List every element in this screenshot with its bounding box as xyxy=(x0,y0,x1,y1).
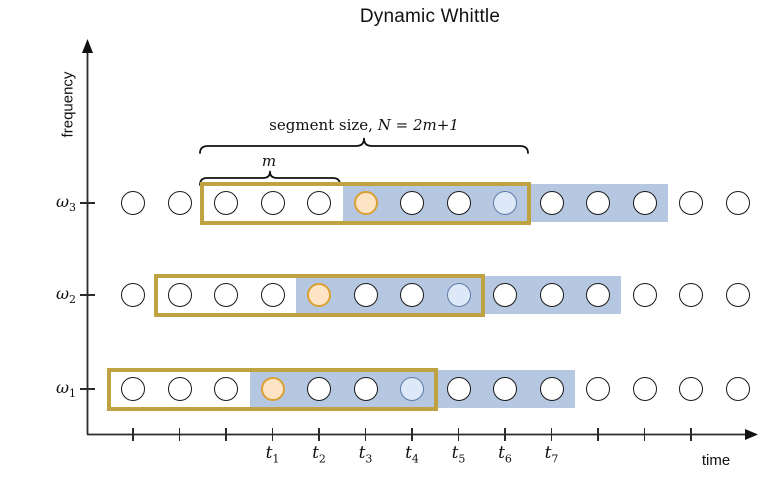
m-brace xyxy=(199,170,341,186)
point-circle xyxy=(400,191,424,215)
point-circle xyxy=(400,283,424,307)
point-circle xyxy=(446,191,471,215)
x-tick xyxy=(178,428,181,441)
x-tick xyxy=(411,428,413,441)
x-tick xyxy=(597,428,599,441)
x-tick xyxy=(271,428,274,441)
point-circle-orange xyxy=(307,283,331,307)
point-circle xyxy=(167,191,192,215)
x-tick xyxy=(643,428,646,441)
m-label: m xyxy=(261,152,277,170)
point-circle xyxy=(586,283,610,307)
point-circle xyxy=(121,283,145,307)
segment-size-label-math: N = 2m+1 xyxy=(377,116,459,134)
point-circle xyxy=(679,377,703,401)
y-tick xyxy=(80,202,95,204)
y-tick-label: ω1 xyxy=(55,378,76,401)
y-tick-label: ω3 xyxy=(55,192,76,215)
point-circle xyxy=(493,283,517,307)
x-tick xyxy=(690,428,692,441)
x-tick-label: t2 xyxy=(312,443,326,466)
point-circle-orange xyxy=(353,191,378,215)
chart-title: Dynamic Whittle xyxy=(359,6,501,27)
x-tick-label: t3 xyxy=(358,443,373,466)
segment-box xyxy=(153,273,485,317)
segment-size-brace xyxy=(199,137,529,154)
point-circle xyxy=(121,191,145,215)
segment-box xyxy=(200,181,531,225)
point-circle-lightblue xyxy=(446,283,471,307)
segment-box xyxy=(107,367,438,411)
point-circle xyxy=(214,191,238,215)
x-tick xyxy=(457,428,460,441)
y-tick xyxy=(80,294,95,296)
point-circle xyxy=(260,283,285,307)
point-circle-orange xyxy=(260,377,285,401)
point-circle xyxy=(539,191,564,215)
x-tick xyxy=(225,428,227,441)
point-circle xyxy=(725,377,750,401)
point-circle-lightblue xyxy=(493,191,517,215)
point-circle xyxy=(260,191,285,215)
point-circle xyxy=(632,283,657,307)
point-circle xyxy=(121,377,145,401)
point-circle xyxy=(632,191,657,215)
y-tick-label: ω2 xyxy=(55,284,76,307)
point-circle xyxy=(632,377,657,401)
point-circle xyxy=(353,283,378,307)
point-circle xyxy=(167,283,192,307)
point-circle xyxy=(679,191,703,215)
point-circle xyxy=(725,191,750,215)
point-circle xyxy=(586,191,610,215)
x-tick-label: t7 xyxy=(544,443,559,466)
point-circle xyxy=(679,283,703,307)
y-axis-arrowhead-icon xyxy=(82,39,93,53)
point-circle xyxy=(353,377,378,401)
x-tick-label: t5 xyxy=(451,443,466,466)
x-tick xyxy=(364,428,367,441)
x-axis-label: time xyxy=(701,452,731,469)
point-circle xyxy=(307,377,331,401)
x-tick xyxy=(550,428,553,441)
point-circle xyxy=(539,283,564,307)
point-circle xyxy=(493,377,517,401)
point-circle xyxy=(214,377,238,401)
segment-size-label: segment size, N = 2m+1 xyxy=(269,116,459,134)
segment-size-label-text: segment size, xyxy=(269,116,373,134)
point-circle xyxy=(214,283,238,307)
point-circle xyxy=(539,377,564,401)
x-tick xyxy=(132,428,134,441)
y-tick xyxy=(80,388,95,390)
x-tick-label: t6 xyxy=(498,443,512,466)
x-tick-label: t4 xyxy=(405,443,419,466)
point-circle xyxy=(167,377,192,401)
x-axis-arrowhead-icon xyxy=(745,429,758,440)
point-circle xyxy=(446,377,471,401)
x-tick xyxy=(318,428,320,441)
point-circle xyxy=(307,191,331,215)
point-circle xyxy=(725,283,750,307)
point-circle xyxy=(586,377,610,401)
x-tick xyxy=(504,428,506,441)
point-circle-lightblue xyxy=(400,377,424,401)
x-tick-label: t1 xyxy=(265,443,280,466)
